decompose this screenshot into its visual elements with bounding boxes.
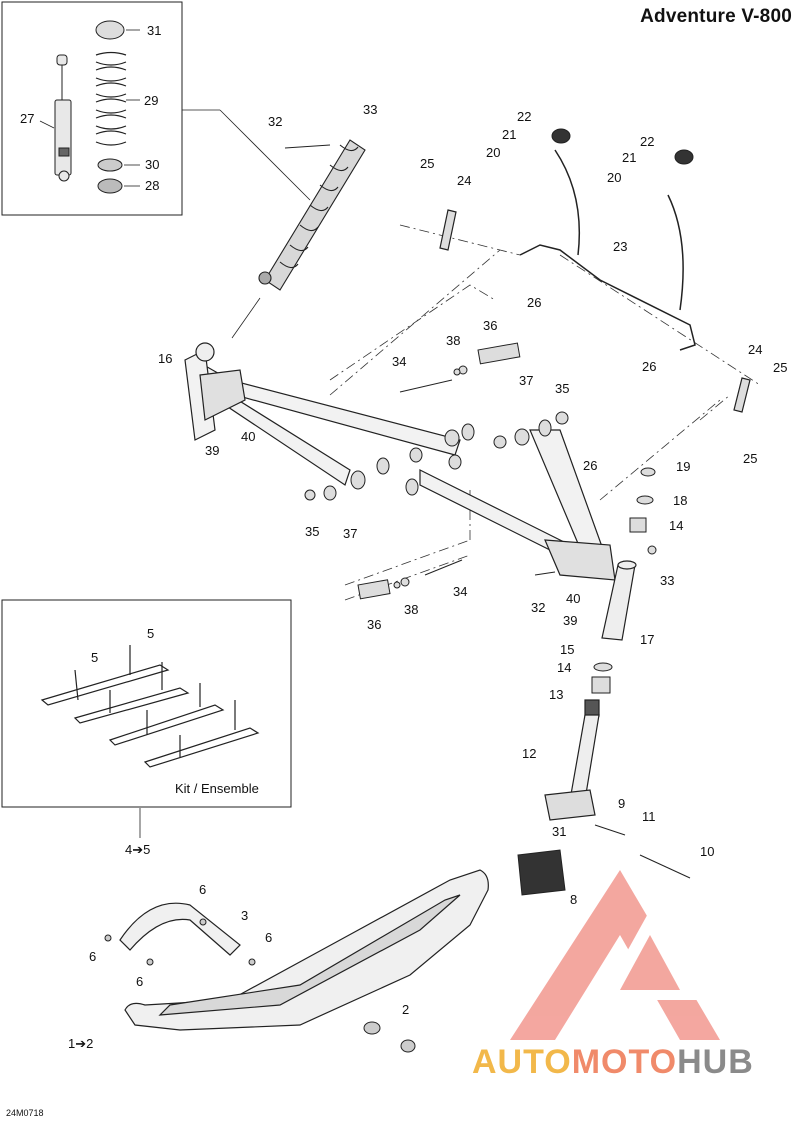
callout-label: 22 xyxy=(517,109,532,124)
callout-label: 16 xyxy=(158,351,173,366)
callout-label: 1➔2 xyxy=(68,1036,94,1051)
callout-label: 37 xyxy=(519,373,534,388)
callout-label: 40 xyxy=(241,429,256,444)
sway-bar-23 xyxy=(519,149,696,351)
spindle-13 xyxy=(544,699,600,821)
callout-label: 33 xyxy=(363,102,378,117)
callout-label: 22 xyxy=(640,134,655,149)
callout-label: 6 xyxy=(136,974,144,989)
shock-absorber-27 xyxy=(54,54,72,182)
callout-label: 10 xyxy=(700,844,715,859)
kit-inset-box xyxy=(1,599,292,808)
callout-label: 25 xyxy=(743,451,758,466)
watermark-auto: AUTO xyxy=(472,1043,572,1081)
callout-label: 11 xyxy=(642,809,656,824)
callout-label: 39 xyxy=(205,443,220,458)
callout-label: 21 xyxy=(622,150,637,165)
links-24 xyxy=(439,209,751,413)
bearings-22 xyxy=(551,128,694,165)
callout-label: 30 xyxy=(145,157,160,172)
callout-label: 34 xyxy=(392,354,407,369)
callout-label: 20 xyxy=(607,170,622,185)
callout-label: 33 xyxy=(660,573,675,588)
glider-8 xyxy=(517,849,566,896)
callout-label: 36 xyxy=(483,318,498,333)
callout-label: 40 xyxy=(566,591,581,606)
spring-29 xyxy=(95,51,127,146)
callout-label: 2 xyxy=(402,1002,410,1017)
callout-label: 26 xyxy=(583,458,598,473)
callout-label: 24 xyxy=(748,342,763,357)
watermark-text: AUTOMOTOHUB xyxy=(472,1043,754,1082)
callout-label: 35 xyxy=(305,524,320,539)
spring-clip-31 xyxy=(95,20,125,40)
callout-label: 27 xyxy=(20,111,35,126)
callout-label: 17 xyxy=(640,632,655,647)
callout-label: 8 xyxy=(570,892,578,907)
callout-label: 28 xyxy=(145,178,160,193)
callout-label: 34 xyxy=(453,584,468,599)
callout-label: 3 xyxy=(241,908,249,923)
callout-label: 4➔5 xyxy=(125,842,151,857)
callout-label: 31 xyxy=(552,824,567,839)
callout-label: 31 xyxy=(147,23,162,38)
drawing-code: 24M0718 xyxy=(6,1108,44,1118)
bushings xyxy=(304,342,657,694)
callout-label: 37 xyxy=(343,526,358,541)
callout-label: 9 xyxy=(618,796,626,811)
shock-inset-box xyxy=(1,1,183,216)
callout-label: 26 xyxy=(642,359,657,374)
callout-label: 25 xyxy=(420,156,435,171)
runner-kit xyxy=(40,645,260,768)
callout-label: 19 xyxy=(676,459,691,474)
lower-a-arm xyxy=(419,429,616,581)
callout-label: 36 xyxy=(367,617,382,632)
callout-label: 14 xyxy=(669,518,684,533)
callout-label: 38 xyxy=(446,333,461,348)
watermark-logo xyxy=(510,870,720,1040)
callout-label: 24 xyxy=(457,173,472,188)
bolts xyxy=(284,144,691,879)
kit-label: Kit / Ensemble xyxy=(175,781,259,796)
callout-label: 6 xyxy=(89,949,97,964)
a-arm xyxy=(184,342,461,486)
watermark-moto: MOTO xyxy=(571,1043,678,1081)
callout-label: 29 xyxy=(144,93,159,108)
callout-label: 6 xyxy=(265,930,273,945)
callout-label: 39 xyxy=(563,613,578,628)
callout-label: 18 xyxy=(673,493,688,508)
callout-label: 35 xyxy=(555,381,570,396)
callout-label: 23 xyxy=(613,239,628,254)
callout-label: 15 xyxy=(560,642,575,657)
callout-label: 5 xyxy=(147,626,155,641)
watermark-hub: HUB xyxy=(677,1043,754,1081)
diagram-title: Adventure V-800 xyxy=(640,6,792,27)
spindle-17 xyxy=(601,560,637,641)
washer-30 xyxy=(97,158,123,172)
callout-label: 32 xyxy=(531,600,546,615)
callout-label: 32 xyxy=(268,114,283,129)
main-shock xyxy=(258,139,366,291)
ski xyxy=(119,869,489,1031)
callout-label: 26 xyxy=(527,295,542,310)
callout-label: 25 xyxy=(773,360,788,375)
callout-label: 21 xyxy=(502,127,517,142)
callout-label: 12 xyxy=(522,746,537,761)
callout-label: 20 xyxy=(486,145,501,160)
callout-label: 6 xyxy=(199,882,207,897)
callout-label: 14 xyxy=(557,660,572,675)
callout-label: 38 xyxy=(404,602,419,617)
ski-hardware xyxy=(104,918,416,1053)
callout-label: 13 xyxy=(549,687,564,702)
callout-label: 5 xyxy=(91,650,99,665)
adjuster-28 xyxy=(97,178,123,194)
